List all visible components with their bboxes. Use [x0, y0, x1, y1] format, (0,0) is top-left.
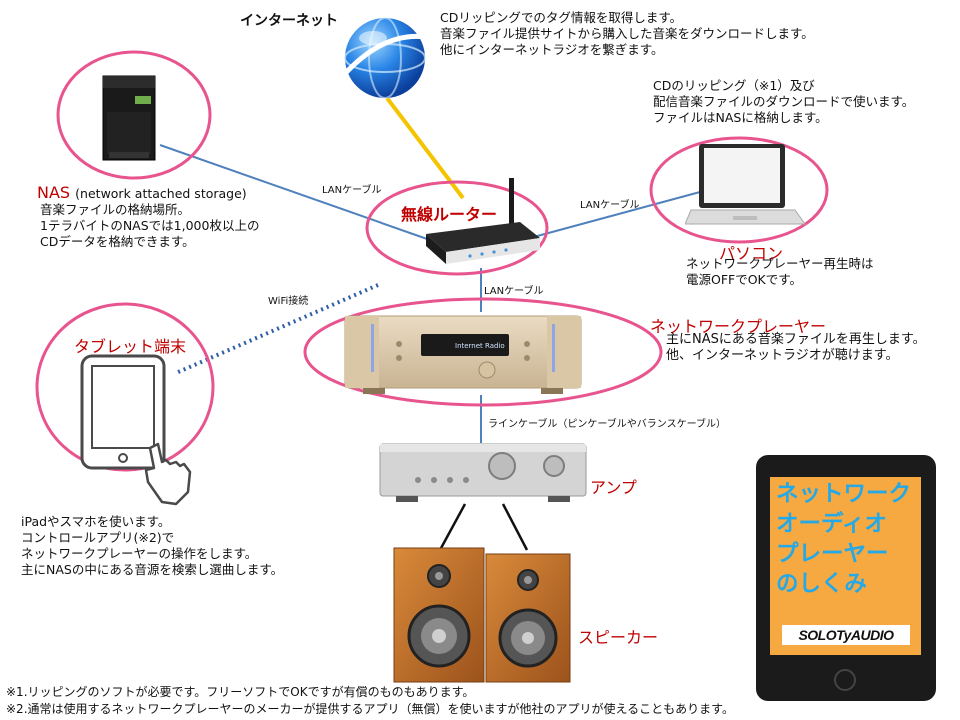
- laptop-icon: [685, 144, 806, 225]
- nas-desc: 音楽ファイルの格納場所。 1テラバイトのNASでは1,000枚以上の CDデータ…: [40, 202, 259, 250]
- tablet-ellipse: [35, 302, 215, 472]
- player-ellipse: [303, 297, 663, 407]
- pc-label: パソコン: [719, 244, 784, 263]
- nas-router-cable: [159, 144, 431, 241]
- pc-desc-top: CDのリッピング（※1）及び 配信音楽ファイルのダウンロードで使います。 ファイ…: [653, 78, 914, 126]
- footnote-1: ※1.リッピングのソフトが必要です。フリーソフトでOKですが有償のものもあります…: [6, 685, 475, 699]
- router-ellipse: [365, 180, 549, 276]
- tablet-desc-line: iPadやスマホを使います。: [21, 514, 171, 529]
- router-pc-cable-label: LANケーブル: [580, 200, 640, 211]
- globe-icon: [338, 17, 435, 99]
- promo-line: ネットワーク: [776, 481, 912, 507]
- speaker-left: [393, 547, 485, 683]
- pc-desc-bottom: ネットワークプレーヤー再生時は 電源OFFでOKです。: [686, 256, 874, 288]
- promo-logo: SOLOTyAUDIO: [782, 625, 910, 645]
- tablet-desc: iPadやスマホを使います。 コントロールアプリ(※2)で ネットワークプレーヤ…: [21, 514, 283, 578]
- pc-desc-line: ファイルはNASに格納します。: [653, 110, 828, 125]
- promo-line: のしくみ: [776, 571, 867, 597]
- promo-line: オーディオ: [776, 511, 887, 537]
- speaker-cable-right: [501, 503, 529, 551]
- tablet-desc-line: 主にNASの中にある音源を検索し選曲します。: [21, 562, 284, 577]
- speakers-icon: [393, 547, 571, 683]
- wifi-label: WiFi接続: [268, 296, 309, 307]
- tablet-icon: [80, 354, 192, 506]
- promo-screen: ネットワーク オーディオ プレーヤー のしくみ SOLOTyAUDIO: [770, 477, 921, 655]
- footnote-2: ※2.通常は使用するネットワークプレーヤーのメーカーが提供するアプリ（無償）を使…: [6, 702, 734, 716]
- player-label: ネットワークプレーヤー: [650, 317, 827, 336]
- promo-title: ネットワーク オーディオ プレーヤー のしくみ: [776, 479, 911, 599]
- home-button-icon: [834, 669, 856, 691]
- speaker-cable-left: [438, 503, 467, 551]
- nas-label-suffix: (network attached storage): [75, 186, 247, 201]
- nas-label: NAS: [37, 183, 71, 202]
- wifi-connection: [175, 283, 379, 375]
- router-icon: [426, 178, 540, 264]
- pc-desc-line: ネットワークプレーヤー再生時は: [686, 256, 874, 271]
- internet-desc-line: CDリッピングでのタグ情報を取得します。: [440, 10, 683, 25]
- nas-title: NAS (network attached storage): [37, 183, 247, 202]
- player-desc-line: 他、インターネットラジオが聴けます。: [666, 348, 899, 363]
- line-cable-label: ラインケーブル（ピンケーブルやバランスケーブル）: [488, 419, 726, 430]
- tablet-desc-line: ネットワークプレーヤーの操作をします。: [21, 546, 258, 561]
- speaker-label: スピーカー: [578, 628, 659, 647]
- internet-label: インターネット: [240, 13, 338, 29]
- tablet-label: タブレット端末: [74, 337, 187, 356]
- amp-label: アンプ: [590, 478, 637, 497]
- pc-desc-line: CDのリッピング（※1）及び: [653, 78, 815, 93]
- player-desc: 主にNASにある音楽ファイルを再生します。 他、インターネットラジオが聴けます。: [666, 332, 926, 364]
- promo-tablet: ネットワーク オーディオ プレーヤー のしくみ SOLOTyAUDIO: [756, 455, 936, 701]
- pc-desc-line: 配信音楽ファイルのダウンロードで使います。: [653, 94, 915, 109]
- promo-logo-text: SOLOTyAUDIO: [798, 627, 894, 643]
- pc-ellipse: [649, 136, 829, 244]
- internet-desc-line: 他にインターネットラジオを繋ぎます。: [440, 42, 664, 57]
- nas-desc-line: CDデータを格納できます。: [40, 234, 195, 249]
- internet-desc-line: 音楽ファイル提供サイトから購入した音楽をダウンロードします。: [440, 26, 814, 41]
- amplifier-icon: [379, 443, 587, 502]
- nas-icon: [102, 75, 156, 161]
- nas-desc-line: 1テラバイトのNASでは1,000枚以上の: [40, 218, 260, 233]
- router-pc-cable: [529, 191, 701, 239]
- pc-desc-line: 電源OFFでOKです。: [686, 272, 803, 287]
- player-desc-line: 主にNASにある音楽ファイルを再生します。: [666, 332, 926, 347]
- router-player-cable-label: LANケーブル: [484, 286, 544, 297]
- router-label: 無線ルーター: [401, 205, 498, 224]
- promo-line: プレーヤー: [776, 541, 889, 567]
- nas-desc-line: 音楽ファイルの格納場所。: [40, 202, 191, 217]
- internet-desc: CDリッピングでのタグ情報を取得します。 音楽ファイル提供サイトから購入した音楽…: [440, 10, 814, 58]
- footnotes: ※1.リッピングのソフトが必要です。フリーソフトでOKですが有償のものもあります…: [6, 684, 734, 718]
- player-screen-text: Internet Radio: [455, 342, 505, 350]
- speaker-right: [485, 553, 571, 683]
- nas-ellipse: [56, 50, 212, 180]
- network-player-icon: Internet Radio: [344, 315, 582, 394]
- nas-router-cable-label: LANケーブル: [322, 185, 382, 196]
- tablet-desc-line: コントロールアプリ(※2)で: [21, 530, 175, 545]
